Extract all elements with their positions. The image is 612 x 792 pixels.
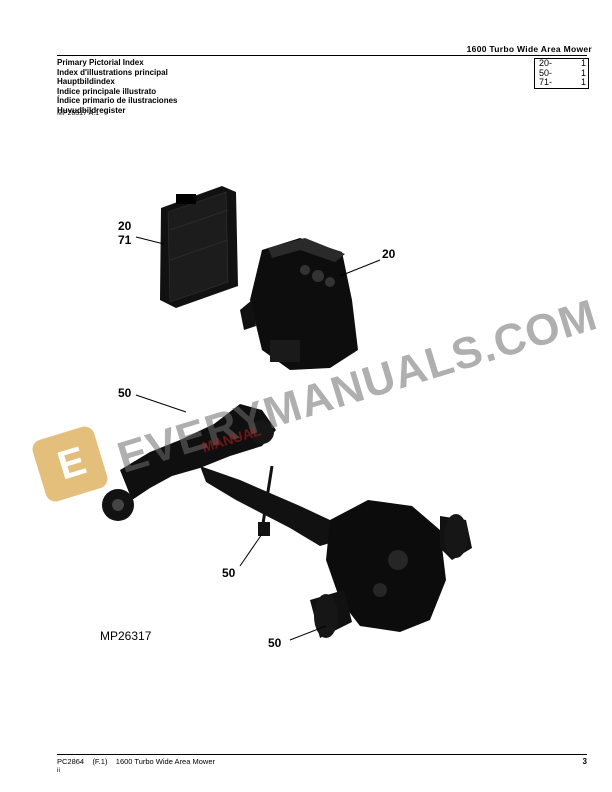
callout-driveline[interactable]: 50 — [118, 386, 132, 400]
callout-shift-lever[interactable]: 50 — [222, 566, 236, 580]
reference-row[interactable]: 20- 1 — [535, 58, 588, 69]
figure-label: MP26317 — [100, 629, 152, 643]
manual-title: 1600 Turbo Wide Area Mower — [466, 44, 592, 54]
footer-publication-info: PC2864 (F.1) 1600 Turbo Wide Area Mower — [57, 757, 215, 766]
radiator-drawing[interactable] — [160, 186, 238, 308]
index-title-en: Primary Pictorial Index — [57, 58, 144, 67]
leader-line — [239, 533, 263, 567]
index-title-list: Primary Pictorial Index Index d'illustra… — [57, 58, 177, 115]
reference-page: 1 — [580, 77, 586, 88]
footer-rule — [57, 754, 587, 755]
callout-transaxle[interactable]: 50 — [268, 636, 282, 650]
index-title-it: Indice principale illustrato — [57, 86, 157, 96]
figure-id: MP26317 A.1 — [57, 110, 100, 117]
callout-engine[interactable]: 20 — [382, 247, 396, 261]
watermark-logo — [32, 426, 108, 502]
index-title-de: Hauptbildindex — [57, 77, 115, 86]
reference-group: 71- — [539, 77, 553, 88]
leader-line — [339, 259, 381, 277]
leader-line — [289, 625, 327, 641]
reference-page: 1 — [580, 58, 586, 68]
reference-row[interactable]: 71- 1 — [535, 78, 588, 88]
driveline-drawing[interactable] — [102, 404, 340, 546]
leader-line — [135, 394, 187, 413]
index-title-es: Índice primario de ilustraciones — [57, 96, 178, 105]
reference-table: 20- 1 50- 1 71- 1 — [534, 58, 589, 89]
engine-drawing[interactable] — [240, 238, 358, 370]
shift-lever-drawing[interactable] — [258, 465, 274, 536]
reference-row[interactable]: 50- 1 — [535, 67, 588, 79]
footer-roman-page: ii — [57, 767, 60, 774]
index-title-fr: Index d'illustrations principal — [57, 67, 168, 77]
callout-radiator-bottom[interactable]: 71 — [118, 233, 132, 247]
page-number: 3 — [582, 757, 587, 766]
transaxle-drawing[interactable] — [310, 500, 472, 638]
callout-radiator-top[interactable]: 20 — [118, 219, 132, 233]
reference-group: 20- — [539, 58, 553, 68]
reference-page: 1 — [580, 67, 586, 78]
header-rule — [57, 55, 587, 56]
reference-group: 50- — [539, 67, 553, 78]
index-title-sv: Huvudbildregister — [57, 105, 126, 115]
leader-line — [135, 236, 165, 245]
